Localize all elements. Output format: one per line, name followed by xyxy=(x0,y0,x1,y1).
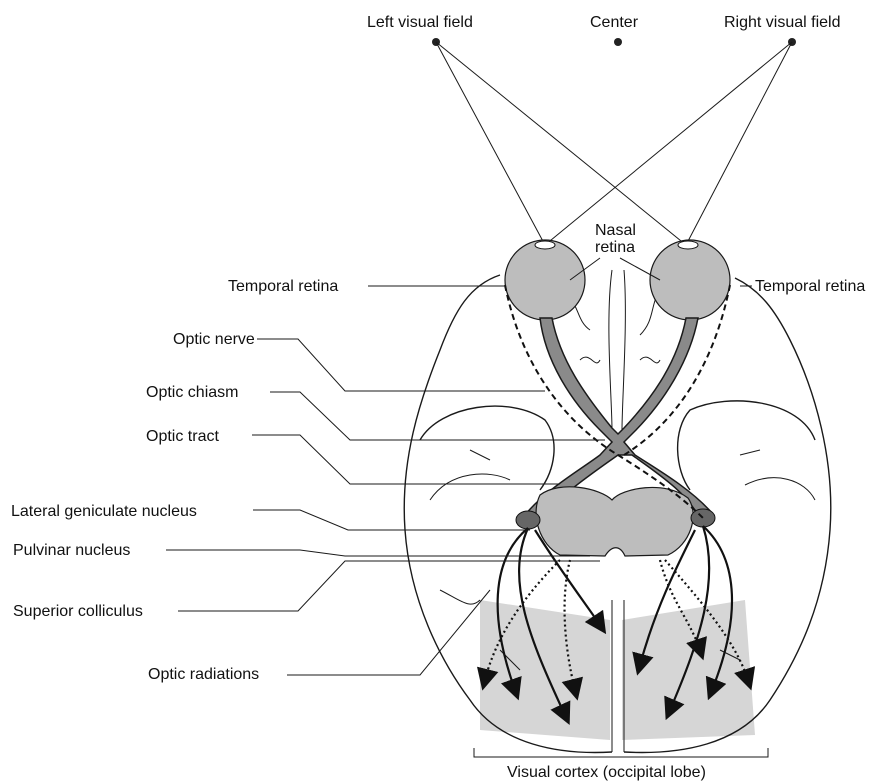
visual-cortex-label: Visual cortex (occipital lobe) xyxy=(507,764,706,781)
right-visual-field-label: Right visual field xyxy=(724,14,841,31)
optic-chiasm-label: Optic chiasm xyxy=(146,384,238,401)
nasal-retina-label-line2: retina xyxy=(595,239,635,256)
visual-cortex-shading xyxy=(480,600,755,740)
optic-radiations-label: Optic radiations xyxy=(148,666,259,683)
visual-cortex-bracket xyxy=(474,748,768,757)
right-eye xyxy=(650,240,730,320)
optic-tract-label: Optic tract xyxy=(146,428,219,445)
optic-nerve-label: Optic nerve xyxy=(173,331,255,348)
right-lgn xyxy=(691,509,715,527)
lateral-geniculate-nucleus-label: Lateral geniculate nucleus xyxy=(11,503,197,520)
light-rays xyxy=(436,42,792,245)
temporal-retina-right-label: Temporal retina xyxy=(755,278,865,295)
thalamus xyxy=(536,487,693,556)
temporal-retina-left-label: Temporal retina xyxy=(228,278,338,295)
pulvinar-nucleus-label: Pulvinar nucleus xyxy=(13,542,130,559)
superior-colliculus-label: Superior colliculus xyxy=(13,603,143,620)
nasal-retina-label-line1: Nasal xyxy=(595,222,636,239)
left-visual-field-label: Left visual field xyxy=(367,14,473,31)
left-eye xyxy=(505,240,585,320)
center-label: Center xyxy=(590,14,639,31)
left-lgn xyxy=(516,511,540,529)
center-point xyxy=(614,38,622,46)
